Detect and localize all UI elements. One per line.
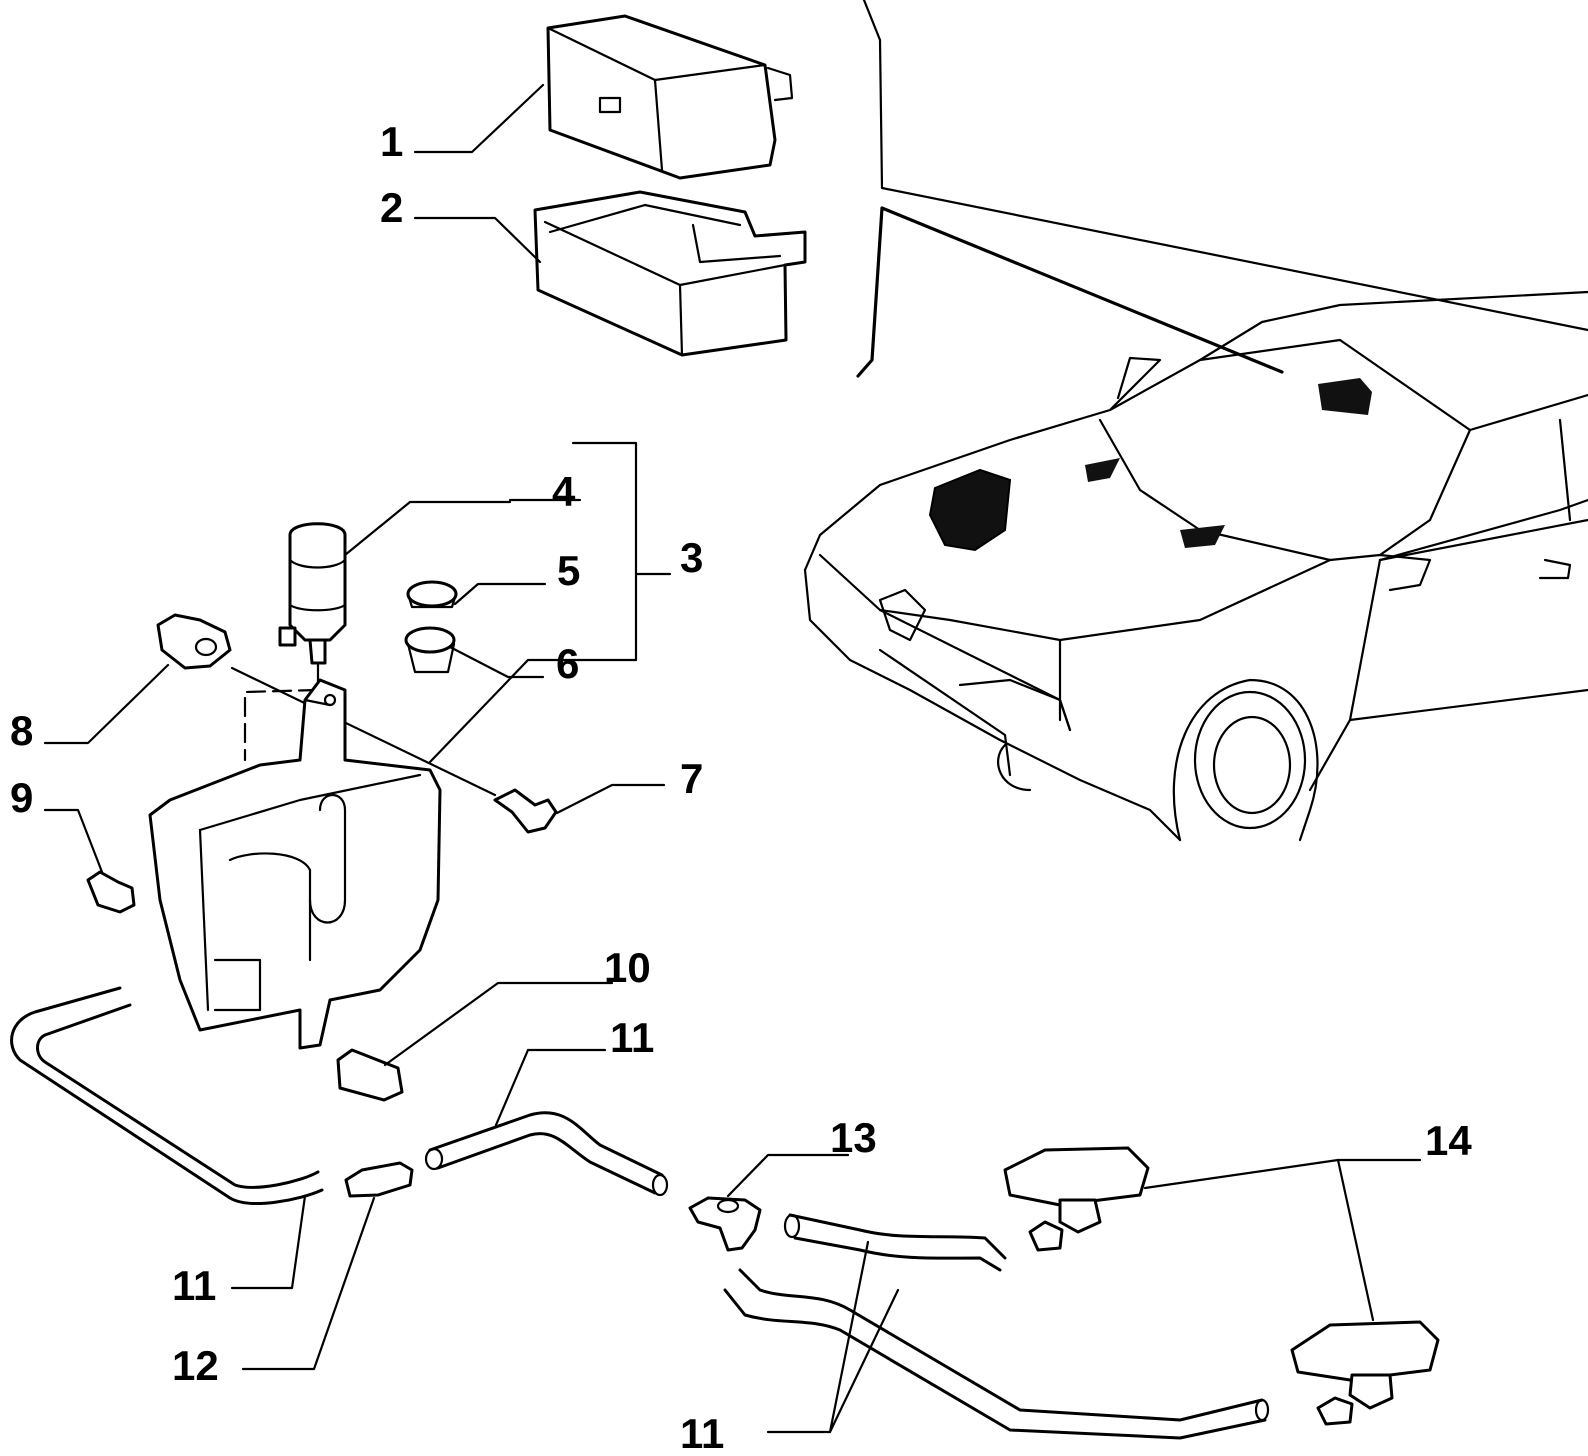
part-2-box-base [533, 190, 807, 357]
leader-8-7 [230, 666, 497, 797]
label-10: 10 [604, 944, 651, 991]
bracket-group-3 [428, 441, 672, 764]
part-1-box-cover [546, 14, 794, 180]
part-9-bolt [86, 870, 136, 914]
hose-right-upper [783, 1213, 1007, 1272]
part-13-t-connector [688, 1196, 762, 1252]
pointer-lines [856, 0, 1588, 378]
part-number-labels: 1 2 3 4 5 6 7 8 9 10 11 11 12 13 14 11 [10, 118, 1472, 1456]
hose-lower [723, 1268, 1270, 1440]
label-11-left: 11 [172, 1262, 216, 1309]
part-5-seal [406, 580, 458, 609]
marked-area-box [1318, 378, 1372, 415]
label-5: 5 [557, 547, 580, 594]
label-4: 4 [552, 468, 576, 515]
part-14-nozzle-upper [1003, 1146, 1150, 1252]
marked-area-nozzle-left [1085, 458, 1120, 482]
label-14: 14 [1425, 1117, 1472, 1164]
label-2: 2 [380, 184, 403, 231]
part-10-cap [336, 1048, 404, 1102]
part-7-bolt [493, 788, 558, 834]
label-3: 3 [680, 534, 703, 581]
part-8-plug [156, 613, 232, 670]
label-12: 12 [172, 1342, 219, 1389]
label-9: 9 [10, 774, 33, 821]
label-1: 1 [380, 118, 403, 165]
label-8: 8 [10, 707, 33, 754]
leader-lines [43, 83, 1422, 1434]
part-4-washer-pump [278, 522, 347, 665]
label-11-bottom: 11 [680, 1410, 724, 1456]
washer-reservoir-tank [148, 678, 442, 1050]
label-7: 7 [680, 755, 703, 802]
car-illustration [803, 290, 1588, 842]
marked-area-nozzle-right [1180, 525, 1225, 548]
part-14-nozzle-lower [1290, 1320, 1440, 1426]
label-13: 13 [830, 1114, 877, 1161]
part-6-grommet [404, 626, 456, 674]
hose-middle [424, 1111, 669, 1197]
label-6: 6 [556, 640, 579, 687]
marked-area-engine [928, 468, 1012, 552]
hose-left [10, 986, 324, 1205]
part-12-valve [344, 1161, 414, 1198]
label-11-middle: 11 [610, 1014, 654, 1061]
